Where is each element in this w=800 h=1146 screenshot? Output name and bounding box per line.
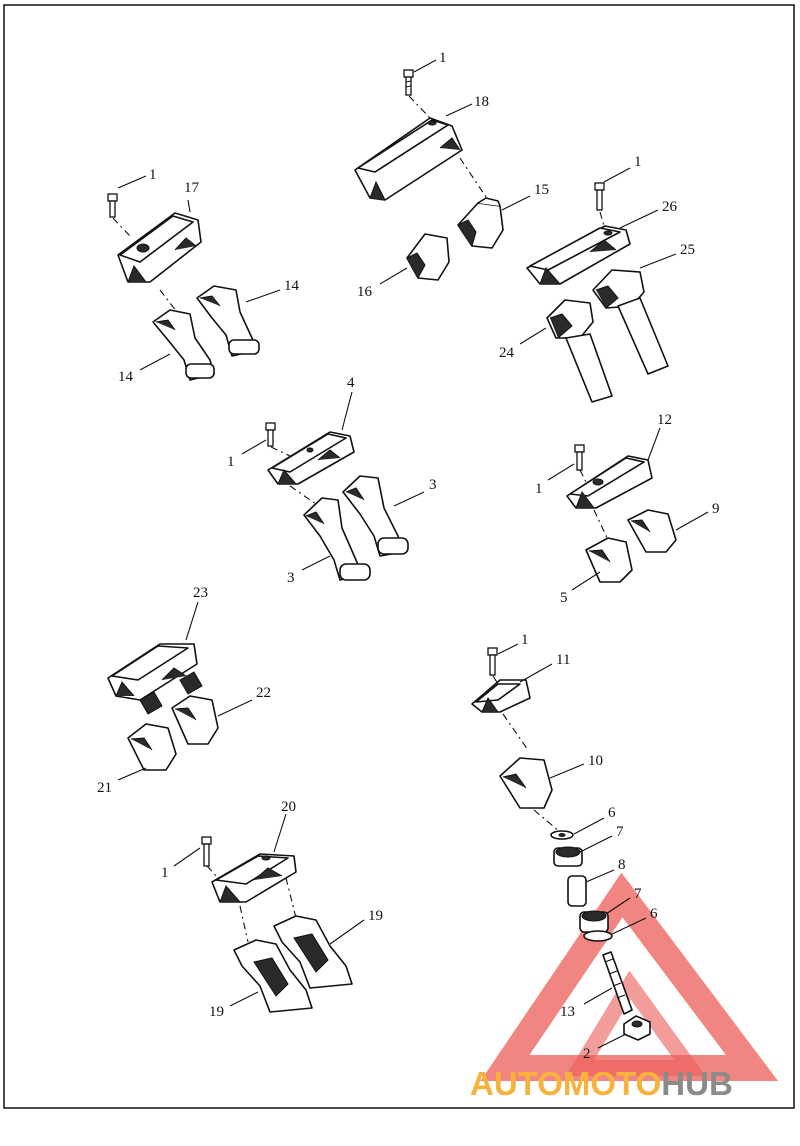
callout-16: 16 bbox=[357, 284, 373, 300]
washer-part-6-bottom bbox=[583, 930, 613, 942]
callout-24: 24 bbox=[499, 345, 515, 361]
assembly-top-left bbox=[107, 193, 260, 381]
bolt-part-1-bl bbox=[201, 836, 212, 867]
callout-numbers: 1 18 1 17 15 16 14 14 1 26 25 24 4 1 3 3… bbox=[97, 50, 720, 1062]
bushing-part-7-top bbox=[553, 846, 583, 867]
riser-part-10 bbox=[499, 757, 553, 809]
callout-19: 19 bbox=[209, 1004, 224, 1020]
callout-25: 25 bbox=[680, 242, 695, 258]
callout-18: 18 bbox=[474, 94, 489, 110]
riser-part-5 bbox=[585, 537, 633, 583]
diagram-border bbox=[3, 4, 795, 1109]
bolt-part-1-mid bbox=[265, 422, 276, 447]
clamp-part-20 bbox=[211, 853, 297, 903]
bushing-part-7-bottom bbox=[579, 910, 609, 933]
callout-1: 1 bbox=[149, 167, 157, 183]
callout-13: 13 bbox=[560, 1004, 575, 1020]
callout-6: 6 bbox=[608, 805, 616, 821]
callout-5: 5 bbox=[560, 590, 568, 606]
callout-7: 7 bbox=[616, 824, 624, 840]
callout-23: 23 bbox=[193, 585, 208, 601]
callout-1: 1 bbox=[634, 154, 642, 170]
assembly-middle-right bbox=[566, 444, 677, 583]
assembly-top-center bbox=[354, 69, 504, 281]
callout-22: 22 bbox=[256, 685, 271, 701]
callout-3: 3 bbox=[287, 570, 295, 586]
clamp-part-11 bbox=[471, 679, 531, 713]
callout-14: 14 bbox=[118, 369, 134, 385]
riser-part-21 bbox=[127, 723, 177, 771]
riser-part-14-right bbox=[196, 285, 260, 357]
bolt-part-1-left bbox=[107, 193, 118, 218]
callout-11: 11 bbox=[556, 652, 570, 668]
riser-part-14-left bbox=[152, 309, 215, 381]
clamp-part-18 bbox=[354, 117, 463, 201]
riser-part-9 bbox=[627, 509, 677, 553]
callout-21: 21 bbox=[97, 780, 112, 796]
assembly-middle-left bbox=[265, 422, 409, 581]
clamp-part-26 bbox=[526, 225, 631, 285]
assembly-top-right bbox=[526, 182, 669, 403]
callout-8: 8 bbox=[618, 857, 626, 873]
callout-15: 15 bbox=[534, 182, 549, 198]
riser-part-3-right bbox=[342, 475, 409, 557]
callout-14: 14 bbox=[284, 278, 300, 294]
assembly-lower-right bbox=[471, 647, 651, 1041]
watermark-text: AUTOMOTOHUB bbox=[470, 1065, 733, 1102]
riser-part-19-right bbox=[273, 915, 353, 989]
callout-6: 6 bbox=[650, 906, 658, 922]
riser-part-22 bbox=[171, 695, 219, 745]
spacer-part-23b bbox=[179, 671, 203, 695]
riser-part-3-left bbox=[303, 497, 371, 581]
riser-part-24 bbox=[546, 299, 613, 403]
callout-12: 12 bbox=[657, 412, 672, 428]
leader-lines bbox=[117, 59, 709, 1049]
clamp-part-4 bbox=[267, 431, 355, 485]
bolt-part-1 bbox=[403, 69, 414, 96]
riser-part-15 bbox=[457, 197, 504, 249]
callout-2: 2 bbox=[583, 1046, 591, 1062]
watermark-logo bbox=[480, 872, 779, 1081]
callout-4: 4 bbox=[347, 375, 355, 391]
callout-19: 19 bbox=[368, 908, 383, 924]
bolt-part-1-mr bbox=[574, 444, 585, 471]
clamp-part-17 bbox=[117, 212, 202, 283]
bolt-part-1-right bbox=[594, 182, 605, 211]
washer-part-6-top bbox=[550, 830, 574, 840]
nut-part-2 bbox=[623, 1015, 651, 1041]
clamp-part-12 bbox=[566, 455, 653, 509]
callout-1: 1 bbox=[439, 50, 447, 66]
callout-1: 1 bbox=[227, 454, 235, 470]
bolt-part-1-lr bbox=[487, 647, 498, 676]
callout-26: 26 bbox=[662, 199, 678, 215]
riser-part-19-left bbox=[233, 939, 313, 1013]
spacer-part-23a bbox=[139, 691, 163, 715]
riser-part-25 bbox=[592, 269, 669, 375]
callout-9: 9 bbox=[712, 501, 720, 517]
riser-part-16 bbox=[406, 233, 450, 281]
callout-20: 20 bbox=[281, 799, 296, 815]
assembly-lower-left bbox=[107, 643, 219, 771]
clamp-part-23 bbox=[107, 643, 198, 701]
assembly-bottom-left bbox=[201, 836, 353, 1013]
callout-3: 3 bbox=[429, 477, 437, 493]
callout-1: 1 bbox=[535, 481, 543, 497]
callout-1: 1 bbox=[521, 632, 529, 648]
callout-7: 7 bbox=[634, 886, 642, 902]
callout-10: 10 bbox=[588, 753, 603, 769]
callout-1: 1 bbox=[161, 865, 169, 881]
stud-part-13 bbox=[602, 951, 633, 1015]
sleeve-part-8 bbox=[567, 875, 587, 907]
callout-17: 17 bbox=[184, 180, 200, 196]
